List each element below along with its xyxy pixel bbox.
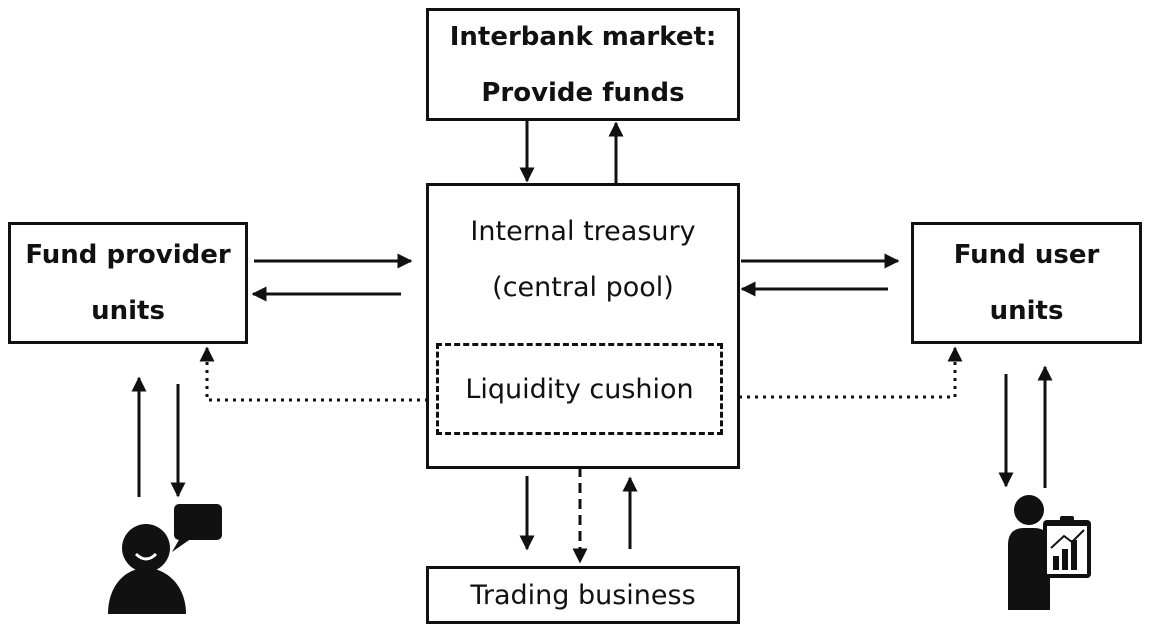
- liquidity-cushion-label: Liquidity cushion: [465, 373, 694, 405]
- interbank-line1: Interbank market:: [449, 21, 717, 52]
- fund-user-box: Fund user units: [911, 222, 1142, 344]
- interbank-market-box: Interbank market: Provide funds: [426, 8, 740, 121]
- provider-line1: Fund provider: [25, 240, 231, 270]
- dotted-link-liquidity-to-user: [723, 346, 963, 399]
- treasury-line1: Internal treasury: [470, 216, 696, 247]
- user-line1: Fund user: [953, 240, 1100, 270]
- dotted-link-liquidity-to-provider: [199, 346, 436, 402]
- provider-line2: units: [91, 296, 165, 326]
- interbank-line2: Provide funds: [481, 77, 685, 108]
- trading-business-box: Trading business: [426, 566, 740, 624]
- treasury-line2: (central pool): [492, 272, 674, 303]
- trading-label: Trading business: [470, 579, 696, 611]
- fund-provider-box: Fund provider units: [8, 222, 248, 344]
- speaking-person-icon: [108, 504, 222, 614]
- user-line2: units: [989, 296, 1064, 326]
- businessman-chart-icon: [1008, 495, 1091, 610]
- liquidity-cushion-box: Liquidity cushion: [436, 343, 723, 435]
